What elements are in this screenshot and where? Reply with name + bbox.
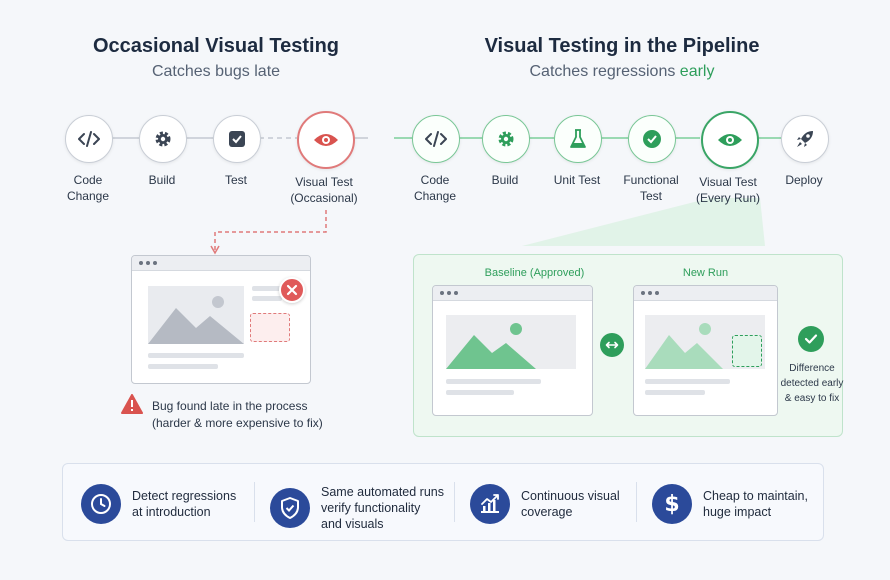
left-step-build	[139, 115, 187, 163]
feature-detect-regressions: Detect regressions at introduction	[81, 484, 236, 524]
rocket-icon	[797, 131, 813, 147]
left-subtitle: Catches bugs late	[151, 63, 281, 80]
right-step-label-visual-test: Visual Test (Every Run)	[695, 175, 760, 205]
left-step-label-build: Build	[148, 173, 176, 187]
gear-icon	[155, 131, 171, 147]
right-step-label-deploy: Deploy	[785, 173, 823, 187]
layout-bug-highlight	[250, 313, 290, 342]
feature-divider	[254, 482, 255, 522]
image-placeholder-icon	[446, 315, 576, 369]
difference-highlight	[732, 335, 762, 367]
shield-check-icon	[270, 488, 310, 528]
right-step-build	[482, 115, 530, 163]
flask-icon	[570, 129, 586, 148]
feature-divider	[454, 482, 455, 522]
right-step-deploy	[781, 115, 829, 163]
warning-icon	[121, 394, 143, 414]
left-step-visual-test	[297, 111, 355, 169]
left-step-label-code-change: Code Change	[66, 173, 110, 203]
feature-cheap-to-maintain: $ Cheap to maintain, huge impact	[652, 484, 808, 524]
compare-arrows-icon[interactable]	[600, 333, 624, 357]
difference-check-icon	[798, 326, 824, 352]
newrun-label: New Run	[682, 267, 729, 279]
feature-text: Same automated runs verify functionality…	[321, 485, 444, 531]
eye-icon	[314, 134, 338, 146]
right-step-code-change	[412, 115, 460, 163]
left-title: Occasional Visual Testing	[92, 35, 339, 57]
right-step-functional-test	[628, 115, 676, 163]
browser-toolbar	[634, 286, 777, 301]
dollar-icon: $	[652, 484, 692, 524]
right-step-label-unit-test: Unit Test	[553, 173, 601, 187]
gear-icon	[498, 131, 514, 147]
browser-toolbar	[132, 256, 310, 271]
feature-continuous-coverage: Continuous visual coverage	[470, 484, 620, 524]
right-subtitle: Catches regressions early	[462, 63, 782, 81]
feature-divider	[636, 482, 637, 522]
right-step-unit-test	[554, 115, 602, 163]
left-browser-window	[131, 255, 311, 384]
clock-icon	[81, 484, 121, 524]
baseline-browser-window	[432, 285, 593, 416]
difference-note: Difference detected early & easy to fix	[780, 363, 844, 404]
right-step-label-functional-test: Functional Test	[623, 173, 679, 203]
browser-toolbar	[433, 286, 592, 301]
code-icon	[425, 131, 447, 147]
left-step-code-change	[65, 115, 113, 163]
feature-text: Cheap to maintain, huge impact	[703, 489, 808, 519]
newrun-browser-window	[633, 285, 778, 416]
eye-icon	[718, 134, 742, 146]
code-icon	[78, 131, 100, 147]
right-title: Visual Testing in the Pipeline	[484, 35, 760, 57]
feature-text: Detect regressions at introduction	[132, 489, 237, 519]
feature-text: Continuous visual coverage	[521, 489, 620, 519]
baseline-label: Baseline (Approved)	[484, 267, 585, 279]
right-step-label-code-change: Code Change	[413, 173, 457, 203]
image-placeholder-icon	[148, 286, 244, 344]
left-step-test	[213, 115, 261, 163]
right-step-visual-test	[701, 111, 759, 169]
checkbox-icon	[229, 131, 245, 147]
right-subtitle-highlight: early	[679, 63, 715, 80]
chart-trend-icon	[470, 484, 510, 524]
bug-note: Bug found late in the process (harder & …	[152, 399, 323, 430]
left-step-label-visual-test: Visual Test (Occasional)	[290, 175, 358, 205]
left-step-label-test: Test	[224, 173, 247, 187]
features-bar: Detect regressions at introduction Same …	[62, 463, 824, 541]
right-subtitle-text: Catches regressions	[529, 63, 680, 80]
error-x-icon	[279, 277, 305, 303]
feature-same-runs: Same automated runs verify functionality…	[270, 484, 444, 532]
check-circle-icon	[643, 130, 661, 148]
right-step-label-build: Build	[491, 173, 519, 187]
